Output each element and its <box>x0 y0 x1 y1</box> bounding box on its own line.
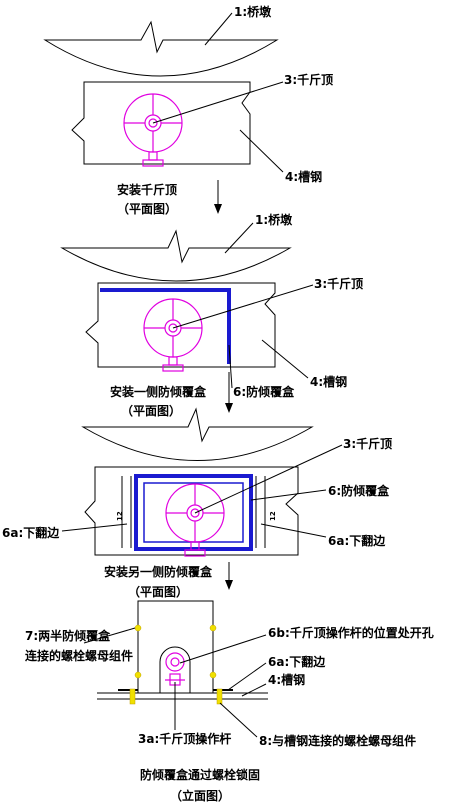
leader-pier <box>204 12 233 46</box>
caption-line1: 防倾覆盒通过螺栓锁固 <box>140 767 260 782</box>
caption-line1: 安装另一侧防倾覆盒 <box>104 564 213 579</box>
panel-install-jack: 1:桥墩 3:千斤顶 4:槽钢 安装千斤顶 （平面图） <box>43 4 333 216</box>
jack-label: 3:千斤顶 <box>284 72 333 87</box>
anti-overturn-box-inner <box>143 482 244 543</box>
leader-jack <box>172 284 314 329</box>
anchor-bolt-right <box>216 688 223 705</box>
box-label: 6:防倾覆盒 <box>233 384 295 399</box>
connect-bolt-bottom-left <box>134 671 142 679</box>
panel-box-bolted-elevation: 7:两半防倾覆盒 连接的螺栓螺母组件 6b:千斤顶操作杆的位置处开孔 6a:下翻… <box>25 600 434 803</box>
anchor-bolt-left <box>129 688 136 705</box>
leader-jack <box>152 81 284 124</box>
caption-line2: （平面图） <box>128 584 188 599</box>
leader-flange-left <box>61 523 128 532</box>
flange-right-label: 6a:下翻边 <box>328 533 386 548</box>
arrow-down-icon <box>214 204 222 214</box>
panel-install-other-side-box: 12 12 3:千斤顶 6:防倾覆盒 6a:下翻边 6a:下翻边 安装另一侧防倾… <box>2 407 392 599</box>
caption-line2: （平面图） <box>117 201 177 216</box>
connect-bolt-top-right <box>209 624 217 632</box>
connect-bolt-top-left <box>134 624 142 632</box>
leader-pier <box>224 222 254 254</box>
anti-overturn-box-half <box>100 288 231 364</box>
leader-hole <box>179 634 267 664</box>
leader-flange <box>227 662 267 691</box>
flange-label: 6a:下翻边 <box>268 654 326 669</box>
channel-label: 4:槽钢 <box>310 374 347 389</box>
anchor-label: 8:与槽钢连接的螺栓螺母组件 <box>259 733 416 748</box>
jack-label: 3:千斤顶 <box>343 436 392 451</box>
bolt-label-line2: 连接的螺栓螺母组件 <box>25 648 133 663</box>
bridge-pier-outline <box>60 229 292 282</box>
caption-line1: 安装一侧防倾覆盒 <box>110 384 207 399</box>
bridge-pier-outline <box>43 20 279 77</box>
jack-label: 3:千斤顶 <box>314 276 363 291</box>
flange-mark-right: 12 <box>269 511 277 521</box>
bolt-label-line1: 7:两半防倾覆盒 <box>25 628 111 643</box>
lever-label: 3a:千斤顶操作杆 <box>138 731 231 746</box>
connect-bolt-bottom-right <box>209 671 217 679</box>
anti-overturn-box-outer <box>134 474 253 551</box>
channel-steel-outline <box>71 81 251 165</box>
panel-install-one-side-box: 1:桥墩 3:千斤顶 6:防倾覆盒 4:槽钢 安装一侧防倾覆盒 （平面图） <box>60 212 363 418</box>
channel-label: 4:槽钢 <box>285 169 322 184</box>
box-label: 6:防倾覆盒 <box>328 483 390 498</box>
leader-channel <box>239 129 284 173</box>
flange-left-label: 6a:下翻边 <box>2 525 60 540</box>
jack-icon <box>123 93 183 167</box>
jack-icon <box>165 483 225 557</box>
bridge-pier-outline <box>81 407 314 461</box>
leader-flange-right <box>260 523 327 538</box>
channel-label: 4:槽钢 <box>268 672 305 687</box>
arrow-down-icon <box>225 580 233 590</box>
leader-bolt <box>83 627 136 644</box>
hole-label: 6b:千斤顶操作杆的位置处开孔 <box>268 625 434 640</box>
jack-lever-icon <box>165 652 185 686</box>
leader-anchor <box>219 702 258 738</box>
leader-box <box>250 489 327 501</box>
arrow-down-icon <box>225 403 233 413</box>
channel-steel-outline <box>84 466 299 556</box>
caption-line1: 安装千斤顶 <box>117 182 177 197</box>
caption-line2: （立面图） <box>170 788 230 803</box>
leader-channel <box>241 683 267 697</box>
leader-jack <box>194 444 343 514</box>
flange-mark-left: 12 <box>116 511 124 521</box>
jack-icon <box>143 298 203 372</box>
leader-box <box>228 344 233 389</box>
pier-label: 1:桥墩 <box>255 212 293 227</box>
pier-label: 1:桥墩 <box>234 4 272 19</box>
channel-steel-outline <box>85 282 276 368</box>
leader-channel <box>261 339 309 379</box>
caption-line2: （平面图） <box>121 403 181 418</box>
jack-elevation-outline <box>159 646 191 693</box>
